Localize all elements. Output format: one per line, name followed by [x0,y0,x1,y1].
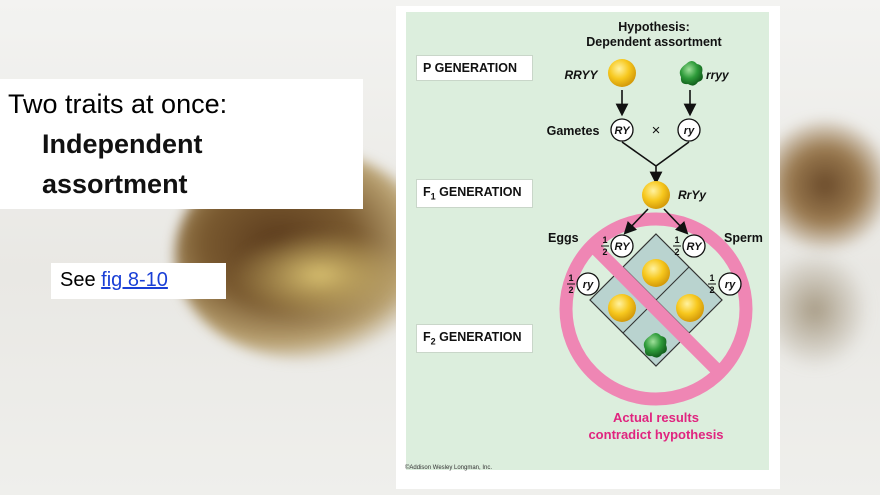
arrow-f1-eggs [623,208,649,235]
yellow-round-pea-icon [608,59,636,87]
svg-text:ry: ry [725,279,736,291]
svg-text:2: 2 [709,285,714,295]
background-fly-right [760,120,880,250]
hypothesis-title: Hypothesis: [618,20,690,34]
background-fly-stripe [230,230,410,320]
p-generation-label: P GENERATION [416,55,533,81]
result-line-2: contradict hypothesis [588,427,723,442]
gamete-ry-recessive [677,118,701,142]
arrow-f1-sperm [663,208,689,235]
svg-text:1: 1 [568,273,573,283]
svg-text:RY: RY [614,241,631,253]
svg-text:2: 2 [674,247,679,257]
result-line-1: Actual results [613,410,699,425]
see-prefix: See [60,269,102,291]
slide-title: Two traits at once: [8,89,228,119]
sperm-gamete-ry-dominant: 1 2 RY [673,234,706,258]
f1-generation-label: F1 GENERATION [416,179,533,208]
egg-gamete-ry-dominant: 1 2 RY [601,234,634,258]
f2-pea-yellow-left [608,294,636,322]
green-wrinkled-pea-icon [679,61,703,86]
svg-text:RY: RY [614,125,631,137]
parent2-genotype: rryy [706,68,730,82]
egg-gamete-ry-recessive: 1 2 ry [567,272,600,296]
arrow-gametes-f1 [621,141,690,178]
svg-text:ry: ry [583,279,594,291]
prohibition-sign [559,212,753,406]
figure-link[interactable]: fig 8-10 [101,269,168,291]
svg-text:1: 1 [709,273,714,283]
figure-8-10: P GENERATION F1 GENERATION F2 GENERATION… [396,6,780,489]
parent1-genotype: RRYY [564,68,598,82]
eggs-label: Eggs [548,231,579,245]
gametes-label: Gametes [547,124,600,138]
f2-pea-green-bottom [643,333,667,358]
svg-text:2: 2 [602,247,607,257]
hypothesis-subtitle: Dependent assortment [586,35,722,49]
svg-text:ry: ry [684,125,695,137]
svg-text:RY: RY [686,241,703,253]
f1-genotype: RrYy [678,188,707,202]
f2-pea-yellow-right [676,294,704,322]
slide-subtitle: Independent assortment [42,129,203,199]
svg-text:2: 2 [568,285,573,295]
sperm-gamete-ry-recessive: 1 2 ry [708,272,742,296]
svg-text:1: 1 [602,235,607,245]
svg-text:1: 1 [674,235,679,245]
cross-symbol: × [652,122,661,139]
prohibition-slash [588,241,724,377]
gamete-ry-dominant [610,118,634,142]
slide-title-box: Two traits at once: Independent assortme… [0,79,363,209]
copyright-notice: ©Addison Wesley Longman, Inc. [405,465,493,471]
f2-pea-yellow-top [642,259,670,287]
f2-generation-label: F2 GENERATION [416,324,533,353]
sperm-label: Sperm [724,231,763,245]
f1-pea-icon [642,181,670,209]
figure-diagram: Hypothesis: Dependent assortment RRYY rr… [547,20,763,442]
see-figure-box: See fig 8-10 [51,263,226,299]
